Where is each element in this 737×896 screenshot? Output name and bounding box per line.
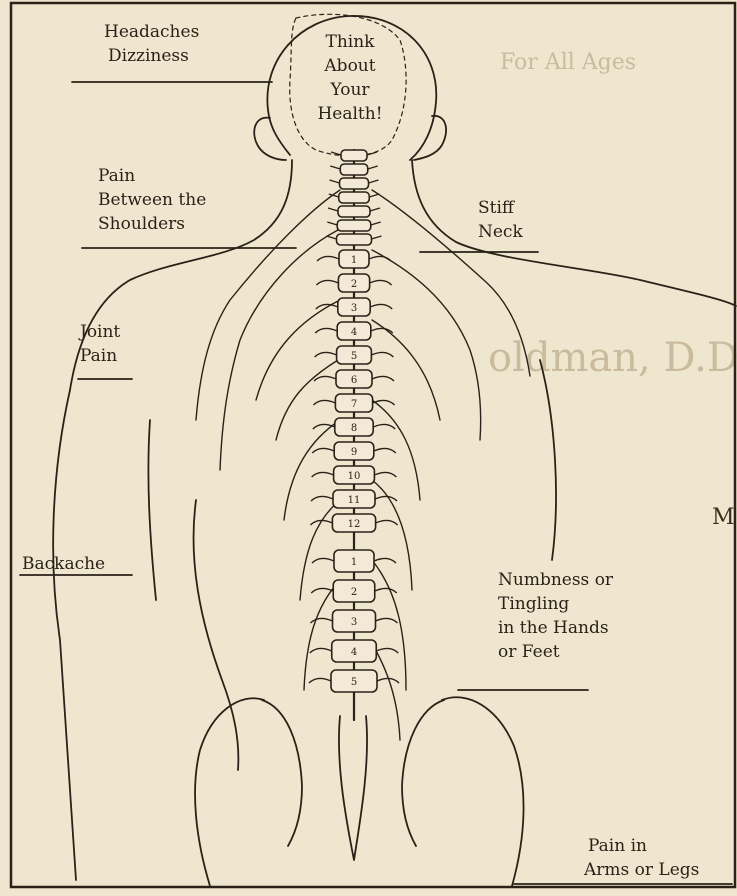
thoracic-vertebra-number: 2 — [351, 279, 357, 290]
lumbar-vertebra-number: 3 — [351, 617, 357, 628]
pelvis-left — [195, 698, 264, 886]
lumbar-vertebra-number: 5 — [351, 677, 357, 688]
label-line: in the Hands — [498, 616, 613, 640]
label-line: Arms or Legs — [584, 858, 699, 882]
label-pain-between-shoulders: Pain Between the Shoulders — [98, 164, 206, 236]
label-line: Stiff — [478, 196, 523, 220]
cervical-vertebra — [340, 178, 369, 189]
torso-left — [194, 500, 239, 770]
label-line: Pain — [80, 344, 120, 368]
pelvis-right — [442, 697, 524, 886]
label-line: Dizziness — [108, 44, 199, 68]
thoracic-vertebra-number: 8 — [351, 423, 357, 434]
label-joint-pain: Joint Pain — [80, 320, 120, 368]
thoracic-vertebra-number: 12 — [348, 519, 361, 530]
nerve-branch — [256, 300, 340, 400]
left-arm — [53, 390, 76, 880]
label-line: Between the — [98, 188, 206, 212]
nerve-branch — [372, 320, 440, 420]
cervical-vertebra — [337, 220, 371, 231]
label-line: Shoulders — [98, 212, 206, 236]
label-line: Think — [310, 30, 390, 54]
right-ear — [414, 116, 446, 160]
label-headaches: Headaches Dizziness — [104, 20, 199, 68]
pelvis-right-inner — [402, 700, 444, 846]
thoracic-vertebra-number: 11 — [348, 495, 361, 506]
nerve-branch — [284, 420, 340, 520]
thoracic-vertebra-number: 9 — [351, 447, 357, 458]
left-ear — [254, 118, 286, 160]
cervical-vertebra — [341, 150, 367, 161]
neck-shoulders-right — [412, 160, 736, 306]
cervical-vertebra — [338, 206, 370, 217]
nerve-branch — [372, 250, 481, 440]
label-line: Joint — [80, 320, 120, 344]
nerve-branch — [372, 560, 406, 690]
cervical-vertebra — [339, 192, 370, 203]
torso-right — [540, 360, 556, 560]
label-line: Your — [310, 78, 390, 102]
label-line: Tingling — [498, 592, 613, 616]
thoracic-vertebra-number: 6 — [351, 375, 357, 386]
thoracic-vertebra-number: 4 — [351, 327, 357, 338]
nerve-branch — [196, 190, 340, 420]
label-numbness-tingling: Numbness or Tingling in the Hands or Fee… — [498, 568, 613, 664]
label-line: Pain — [98, 164, 206, 188]
thoracic-vertebra-number: 7 — [351, 399, 357, 410]
cervical-vertebra — [340, 164, 368, 175]
label-pain-arms-legs: Pain in Arms or Legs — [584, 834, 699, 882]
cervical-vertebra — [337, 234, 372, 245]
label-think-about-health: Think About Your Health! — [310, 30, 390, 126]
thoracic-vertebra-number: 3 — [351, 303, 357, 314]
label-line: About — [310, 54, 390, 78]
label-line: or Feet — [498, 640, 613, 664]
label-line: Numbness or — [498, 568, 613, 592]
thoracic-vertebra-number: 5 — [351, 351, 357, 362]
nerve-branch — [372, 480, 412, 590]
sacrum — [339, 716, 367, 860]
nerve-branch — [372, 400, 420, 500]
label-line: Headaches — [104, 20, 199, 44]
label-backache: Backache — [22, 552, 105, 576]
label-line: Backache — [22, 552, 105, 576]
pelvis-left-inner — [262, 700, 302, 846]
lumbar-vertebra-number: 1 — [351, 557, 357, 568]
label-stiff-neck: Stiff Neck — [478, 196, 523, 244]
left-arm-inner — [148, 420, 156, 600]
thoracic-vertebra-number: 1 — [351, 255, 357, 266]
thoracic-vertebra-number: 10 — [348, 471, 361, 482]
label-line: Health! — [310, 102, 390, 126]
label-line: Neck — [478, 220, 523, 244]
lumbar-vertebra-number: 4 — [351, 647, 357, 658]
lumbar-vertebra-number: 2 — [351, 587, 357, 598]
label-line: Pain in — [588, 834, 699, 858]
